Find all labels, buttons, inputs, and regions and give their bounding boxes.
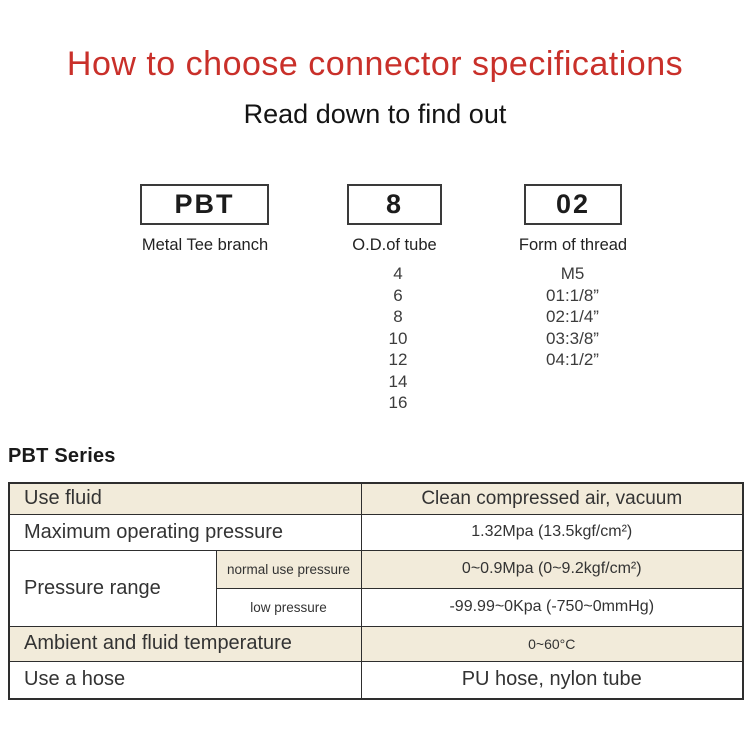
code-box-tube-od-text: 8	[385, 189, 404, 219]
table-row-use-fluid: Use fluid Clean compressed air, vacuum	[8, 482, 744, 515]
use-fluid-value: Clean compressed air, vacuum	[360, 482, 744, 515]
table-row-max-pressure: Maximum operating pressure 1.32Mpa (13.5…	[8, 513, 744, 551]
table-row-hose: Use a hose PU hose, nylon tube	[8, 660, 744, 700]
code-label-thread: Form of thread	[518, 236, 628, 254]
use-fluid-label: Use fluid	[8, 482, 362, 515]
thread-option: 02:1/4”	[546, 307, 599, 326]
max-pressure-value: 1.32Mpa (13.5kgf/cm²)	[360, 513, 744, 551]
hose-value: PU hose, nylon tube	[360, 660, 744, 700]
low-pressure-label: low pressure	[215, 587, 362, 627]
pressure-range-label: Pressure range	[8, 549, 217, 627]
thread-option: 01:1/8”	[546, 285, 599, 305]
table-row-temperature: Ambient and fluid temperature 0~60°C	[8, 625, 744, 662]
tube-od-option: 16	[388, 393, 408, 412]
low-pressure-value: -99.99~0Kpa (-750~0mmHg)	[360, 587, 744, 627]
thread-option-list: M5 01:1/8” 02:1/4” 03:3/8” 04:1/2”	[490, 263, 655, 371]
temperature-label: Ambient and fluid temperature	[8, 625, 362, 662]
hose-label: Use a hose	[8, 660, 362, 700]
code-box-series: PBT	[140, 184, 269, 225]
table-row-pressure-normal: Pressure range normal use pressure 0~0.9…	[8, 549, 744, 627]
max-pressure-label: Maximum operating pressure	[8, 513, 362, 551]
page-subtitle: Read down to find out	[243, 99, 507, 129]
temperature-value: 0~60°C	[360, 625, 744, 662]
code-label-series: Metal Tee branch	[141, 236, 269, 254]
code-box-series-text: PBT	[174, 189, 235, 219]
code-box-thread: 02	[524, 184, 622, 225]
code-label-tube-od: O.D.of tube	[352, 236, 437, 254]
page-title: How to choose connector specifications	[66, 45, 684, 83]
thread-option: 04:1/2”	[546, 350, 599, 369]
normal-pressure-label: normal use pressure	[215, 549, 362, 589]
tube-od-option: 12	[388, 350, 408, 369]
tube-od-option: 8	[393, 307, 403, 326]
tube-od-option: 6	[393, 285, 403, 305]
tube-od-option: 4	[393, 264, 403, 283]
tube-od-option: 10	[388, 328, 408, 348]
series-heading: PBT Series	[8, 445, 116, 467]
tube-od-option: 14	[388, 371, 408, 391]
tube-od-option-list: 4 6 8 10 12 14 16	[348, 263, 448, 414]
code-box-thread-text: 02	[555, 189, 591, 219]
table-row-pressure-low: low pressure -99.99~0Kpa (-750~0mmHg)	[9, 587, 744, 627]
code-box-tube-od: 8	[347, 184, 442, 225]
spec-table: Use fluid Clean compressed air, vacuum M…	[8, 482, 744, 700]
thread-option: M5	[560, 264, 585, 283]
normal-pressure-value: 0~0.9Mpa (0~9.2kgf/cm²)	[360, 549, 744, 589]
thread-option: 03:3/8”	[546, 328, 599, 348]
